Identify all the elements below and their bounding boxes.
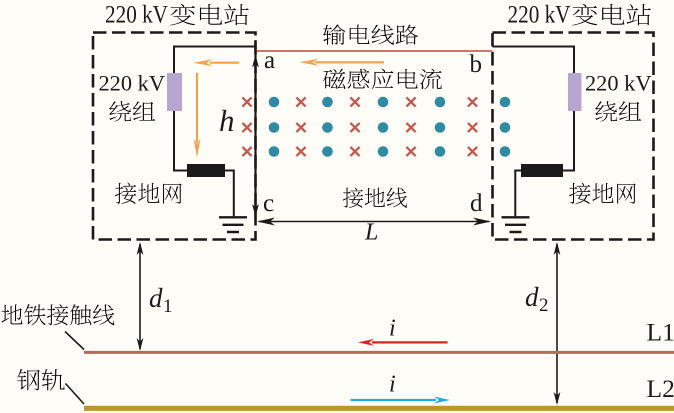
svg-text:2: 2 <box>539 295 549 316</box>
svg-text:L1: L1 <box>647 318 674 347</box>
svg-text:d: d <box>149 283 163 313</box>
svg-text:220 kV: 220 kV <box>585 71 652 96</box>
svg-text:b: b <box>470 51 483 78</box>
svg-text:h: h <box>219 103 235 138</box>
svg-text:d: d <box>525 282 539 312</box>
svg-text:L: L <box>364 220 378 246</box>
svg-text:i: i <box>389 316 396 342</box>
svg-text:d: d <box>470 190 483 217</box>
svg-text:i: i <box>389 372 396 398</box>
svg-text:c: c <box>263 190 274 217</box>
svg-text:a: a <box>264 47 275 74</box>
svg-text:220 kV: 220 kV <box>99 71 166 96</box>
svg-text:L2: L2 <box>647 374 674 403</box>
svg-text:220 kV: 220 kV <box>508 2 571 29</box>
svg-text:1: 1 <box>163 296 173 317</box>
svg-text:220 kV: 220 kV <box>105 2 168 29</box>
